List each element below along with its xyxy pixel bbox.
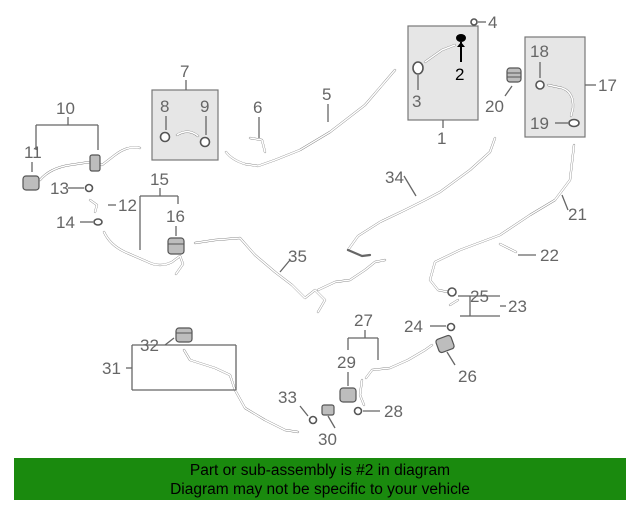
cap-29	[339, 387, 357, 403]
fitting-30	[321, 404, 335, 416]
sensor-22	[498, 242, 518, 254]
callout-19: 19	[530, 114, 549, 133]
cap-20	[506, 67, 522, 83]
callout-17: 17	[598, 76, 617, 95]
cap-32	[175, 327, 193, 343]
cap-26	[435, 334, 455, 354]
hose-3	[412, 43, 457, 75]
callout-22: 22	[540, 246, 559, 265]
box-7	[151, 89, 219, 161]
callout-26: 26	[458, 367, 477, 386]
callout-7: 7	[180, 62, 189, 81]
callout-31: 31	[102, 359, 121, 378]
pipe-5	[224, 68, 397, 168]
callout-16: 16	[166, 207, 185, 226]
clip-25	[447, 287, 457, 297]
clip-33	[308, 415, 318, 425]
clip-14	[93, 218, 103, 226]
callout-12: 12	[118, 196, 137, 215]
pipe-15	[102, 230, 185, 276]
callout-9: 9	[200, 97, 209, 116]
callout-11: 11	[24, 143, 42, 162]
callout-13: 13	[50, 179, 69, 198]
callout-21: 21	[568, 205, 587, 224]
callout-1: 1	[437, 129, 446, 148]
callout-35: 35	[288, 247, 307, 266]
fitting-12	[88, 198, 99, 214]
hose-6	[248, 136, 267, 154]
callout-10: 10	[56, 99, 75, 118]
callout-18: 18	[530, 42, 549, 61]
callout-25: 25	[470, 287, 489, 306]
callout-24: 24	[404, 317, 423, 336]
clip-28	[353, 406, 363, 416]
callout-2: 2	[455, 65, 464, 84]
clip-24	[446, 322, 456, 332]
pipe-35	[193, 236, 387, 314]
cap-2	[456, 34, 466, 62]
callout-29: 29	[337, 353, 356, 372]
pipe-21	[428, 143, 576, 294]
callout-4: 4	[488, 13, 497, 32]
callout-15: 15	[150, 170, 169, 189]
callout-3: 3	[412, 92, 421, 111]
info-banner-line-1: Part or sub-assembly is #2 in diagram	[189, 462, 451, 479]
callout-32: 32	[140, 336, 159, 355]
callout-23: 23	[508, 297, 527, 316]
callout-30: 30	[318, 430, 337, 449]
hose-18-19	[535, 80, 580, 128]
callout-5: 5	[322, 85, 331, 104]
callout-34: 34	[385, 168, 404, 187]
hose-10	[22, 146, 142, 191]
hose-27	[358, 343, 434, 407]
callout-6: 6	[253, 98, 262, 117]
info-banner-line-2: Diagram may not be specific to your vehi…	[170, 481, 470, 498]
callout-33: 33	[278, 388, 297, 407]
pipe-34	[346, 136, 497, 258]
clip-13	[84, 183, 94, 193]
callout-28: 28	[384, 402, 403, 421]
fitting-23	[448, 298, 460, 307]
callout-8: 8	[160, 97, 169, 116]
info-banner: Part or sub-assembly is #2 in diagram Di…	[14, 458, 626, 500]
cap-16	[167, 237, 185, 255]
parts-diagram: 1 2 3 4 5 6 7 8 9 10 11 12 13 14 15 16 1…	[22, 13, 617, 449]
callout-14: 14	[56, 213, 75, 232]
callout-27: 27	[354, 311, 373, 330]
clip-4	[470, 18, 478, 26]
callout-20: 20	[485, 97, 504, 116]
leader-lines	[31, 21, 596, 429]
hose-8-9	[159, 130, 211, 148]
